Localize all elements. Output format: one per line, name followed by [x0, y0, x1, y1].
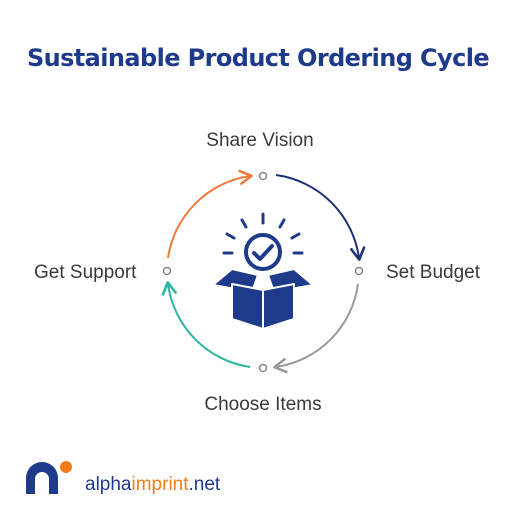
- stage-label-get-support: Get Support: [34, 262, 137, 283]
- open-box-with-checkmark-icon: [212, 212, 314, 330]
- stage-label-share-vision: Share Vision: [206, 130, 314, 151]
- brand-name-alpha: alpha: [85, 474, 132, 495]
- arrow-get-support-to-share-vision: [167, 169, 253, 259]
- brand-logo-icon: [26, 461, 72, 494]
- node-choose-items: [258, 363, 268, 373]
- stage-label-choose-items: Choose Items: [204, 394, 322, 415]
- node-set-budget: [354, 266, 364, 276]
- arrow-choose-items-to-get-support: [161, 281, 251, 368]
- node-share-vision: [258, 171, 268, 181]
- brand-name-imprint: imprint: [131, 474, 189, 495]
- arrow-set-budget-to-choose-items: [273, 283, 359, 374]
- brand-name: alphaimprint.net: [85, 474, 220, 496]
- brand-name-tld: .net: [188, 474, 221, 495]
- stage-label-set-budget: Set Budget: [386, 262, 481, 283]
- node-get-support: [162, 266, 172, 276]
- page-title: Sustainable Product Ordering Cycle: [26, 44, 490, 72]
- arrow-share-vision-to-set-budget: [275, 174, 366, 261]
